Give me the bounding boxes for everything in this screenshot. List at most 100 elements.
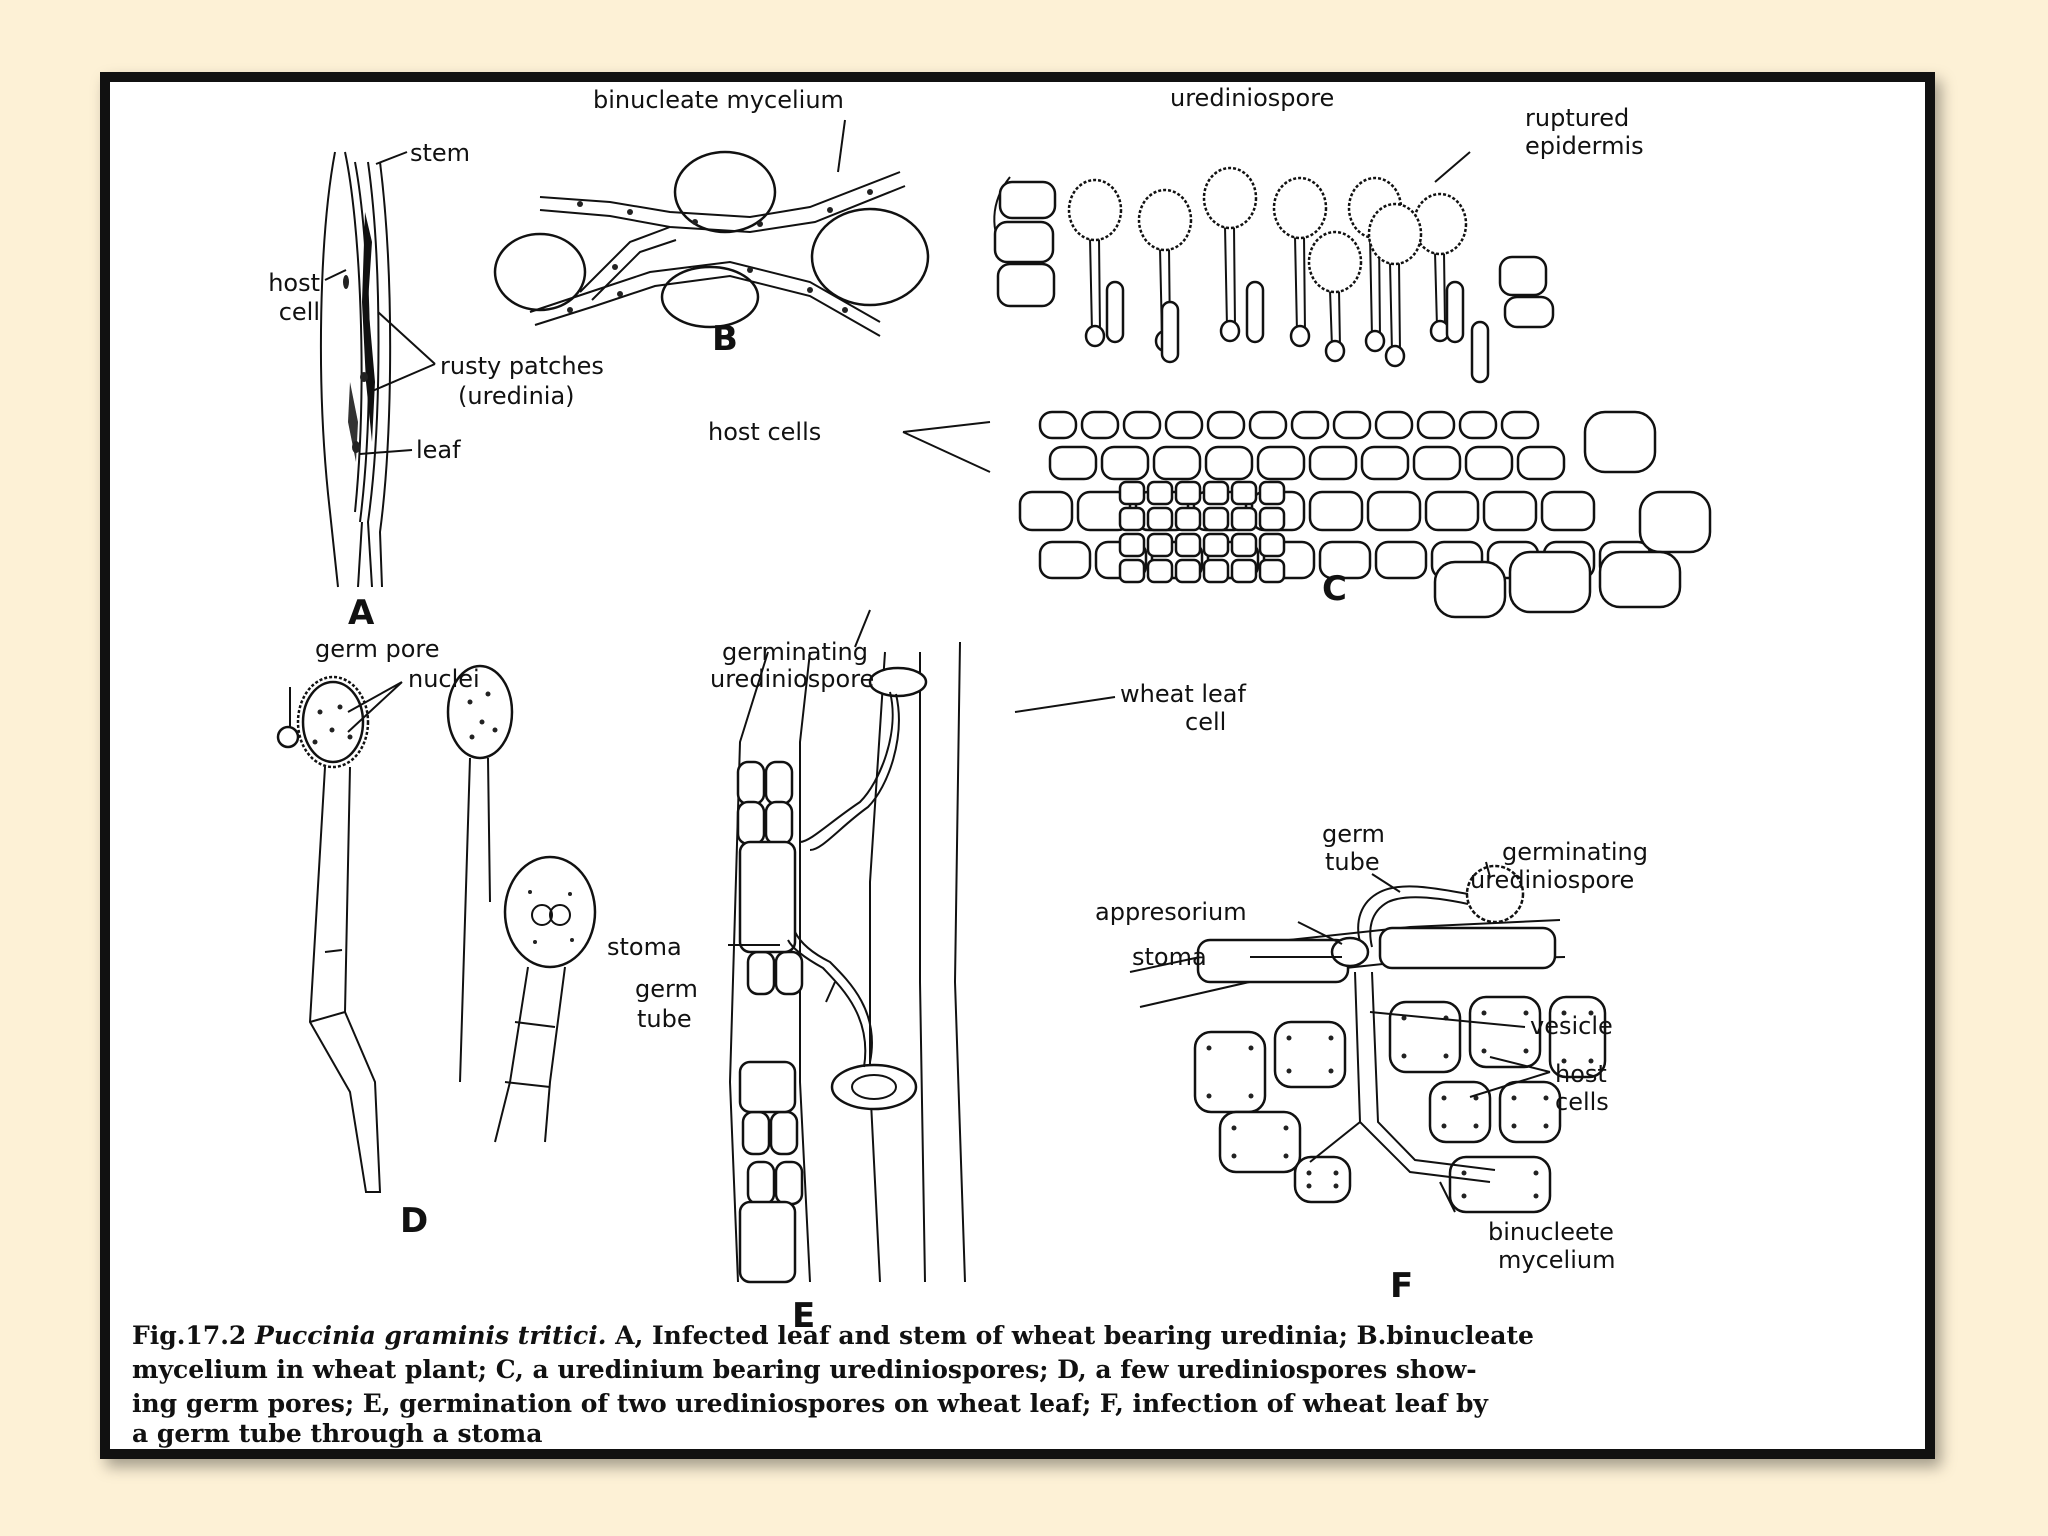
young-spore (1160, 300, 1180, 364)
host-cell (1412, 445, 1462, 481)
nucleus-dot (1523, 1010, 1529, 1016)
urediniospore (1307, 230, 1363, 294)
vascular-cell (1118, 480, 1146, 506)
basal-cell (1384, 344, 1406, 368)
vascular-cell (1146, 480, 1174, 506)
label-cell-e: cell (1185, 708, 1226, 736)
urediniospore (1137, 188, 1193, 252)
host-cell-large (1583, 410, 1657, 474)
host-cell (1374, 410, 1414, 440)
nucleus-dot (1248, 1045, 1254, 1051)
host-cell (1122, 410, 1162, 440)
host-cell (1548, 995, 1607, 1079)
label-urediniospore: urediniospore (1170, 84, 1334, 112)
vascular-cell (1174, 558, 1202, 584)
label-host-f: host (1555, 1060, 1607, 1088)
epidermal-cell (736, 800, 766, 846)
panel-letter-b: B (712, 319, 738, 359)
label-tube-f: tube (1325, 848, 1380, 876)
label-germ-e: germ (635, 975, 698, 1003)
nucleus-dot (1306, 1183, 1312, 1189)
host-cell (1048, 445, 1098, 481)
leader-appresorium (1297, 921, 1343, 945)
vascular-cell (1202, 532, 1230, 558)
vascular-cell (1146, 532, 1174, 558)
host-cell (1416, 410, 1456, 440)
basal-cell (1219, 319, 1241, 343)
label-germinating-f: germinating (1502, 838, 1648, 866)
leader-binucleete-mycelium (1439, 1181, 1456, 1213)
label-ruptured: ruptured (1525, 104, 1629, 132)
caption-fig-number: Fig.17.2 (132, 1321, 255, 1350)
nucleus-dot (1533, 1170, 1539, 1176)
nucleus-dot (1401, 1015, 1407, 1021)
label-cells-f: cells (1555, 1088, 1609, 1116)
nucleus-dot (1481, 1048, 1487, 1054)
nucleus-dot (1401, 1053, 1407, 1059)
young-spore (1105, 280, 1125, 344)
host-cell (1424, 490, 1480, 532)
basal-cell (1364, 329, 1386, 353)
host-cell (1308, 490, 1364, 532)
panel-letter-d: D (400, 1201, 428, 1241)
urediniospore (1067, 178, 1123, 242)
label-vesicle: vesicle (1530, 1012, 1613, 1040)
label-stoma-f: stoma (1132, 943, 1207, 971)
epidermal-cell (738, 840, 797, 954)
host-cell (1290, 410, 1330, 440)
nucleus-dot (1306, 1170, 1312, 1176)
sporophore-stalk (1089, 237, 1102, 333)
vascular-cell (1118, 532, 1146, 558)
host-cell-large (1433, 560, 1507, 619)
label-germ-pore: germ pore (315, 635, 439, 663)
vascular-cell (1230, 532, 1258, 558)
host-cell (1308, 445, 1358, 481)
vascular-cell (1118, 506, 1146, 532)
sporophore-stalk (1224, 225, 1237, 328)
nucleus-dot (1333, 1170, 1339, 1176)
host-cell (1273, 1020, 1347, 1089)
label-host: host (268, 269, 320, 297)
label-rusty-patches: rusty patches (440, 352, 604, 380)
panel-e-drawing (728, 641, 966, 1284)
nucleus-dot (1248, 1093, 1254, 1099)
vascular-cell (1146, 506, 1174, 532)
vascular-cell (1174, 532, 1202, 558)
caption-line-3: ing germ pores; E, germination of two ur… (132, 1389, 1489, 1418)
nucleus-dot (1461, 1170, 1467, 1176)
epidermal-cell (769, 1110, 799, 1156)
epidermal-cell (746, 1160, 776, 1206)
label-epidermis: epidermis (1525, 132, 1644, 160)
nucleus-dot (1441, 1123, 1447, 1129)
figure-frame: stem host cell rusty patches (uredinia) … (100, 72, 1935, 1459)
panel-a-drawing (319, 151, 392, 588)
vascular-cell (1230, 506, 1258, 532)
urediniospore (1412, 192, 1468, 256)
label-binucleete: binucleete (1488, 1218, 1614, 1246)
host-cell (1100, 445, 1150, 481)
panel-letter-f: F (1390, 1266, 1413, 1306)
label-leaf: leaf (416, 436, 461, 464)
nucleus-dot (1511, 1095, 1517, 1101)
label-cell: cell (279, 298, 320, 326)
vascular-cell (1258, 506, 1286, 532)
sporophore-stalk (1294, 235, 1307, 333)
young-spore (1470, 320, 1490, 384)
nucleus-dot (1328, 1035, 1334, 1041)
host-cell (1193, 1030, 1267, 1114)
nucleus-dot (1481, 1010, 1487, 1016)
label-binucleate-mycelium: binucleate mycelium (593, 86, 844, 114)
caption-line-1-rest: A, Infected leaf and stem of wheat beari… (606, 1321, 1533, 1350)
host-cell (1464, 445, 1514, 481)
nucleus-dot (1523, 1048, 1529, 1054)
vascular-cell (1202, 506, 1230, 532)
host-cell-large (1508, 550, 1592, 614)
host-cell (1500, 410, 1540, 440)
nucleus-dot (1443, 1053, 1449, 1059)
vascular-cell (1202, 480, 1230, 506)
leader-germ-tube (825, 981, 836, 1003)
epidermal-cell (736, 760, 766, 806)
host-cell (1540, 490, 1596, 532)
host-cell (1164, 410, 1204, 440)
nucleus-dot (1206, 1045, 1212, 1051)
